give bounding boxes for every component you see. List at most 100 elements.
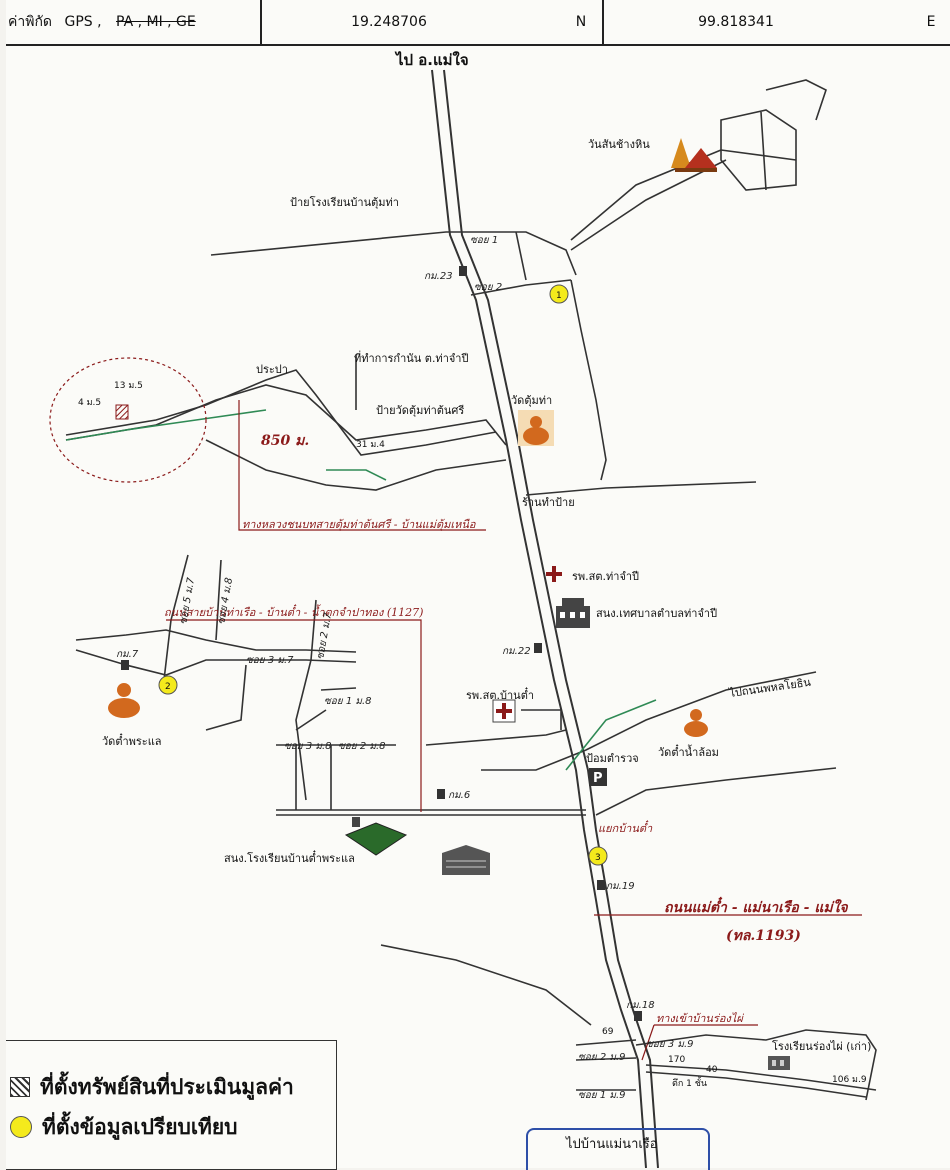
to-north-label: ไป อ.แม่ใจ [394, 50, 469, 69]
no40-label: 40 [706, 1065, 718, 1075]
divider [260, 0, 262, 44]
stream-mid [326, 469, 387, 481]
yellow-circle-icon [10, 1116, 32, 1138]
km19-label: กม.19 [606, 881, 635, 892]
road-west-e [295, 687, 357, 731]
pin-2-label: 2 [165, 682, 171, 692]
km-post-icon [459, 266, 467, 276]
temple-icon [671, 138, 717, 172]
school-sign-label: ป้ายโรงเรียนบ้านตุ้มท่า [290, 195, 399, 209]
longitude-direction: E [926, 14, 936, 30]
house-31-label: 31 ม.4 [356, 440, 385, 450]
km-post-icon [534, 643, 542, 653]
struck-options: PA , MI , GE [116, 14, 196, 30]
village-block [720, 109, 797, 191]
soi3-m9-label: ซอย 3 ม.9 [646, 1039, 694, 1050]
road-south-west [380, 944, 592, 1026]
soi3-m7-label: ซอย 3 ม.7 [246, 655, 294, 666]
shop-label: ร้านทำป้าย [522, 496, 575, 509]
school-building-icon [442, 845, 490, 875]
road-north-2 [470, 279, 572, 296]
soi3-m8-label: ซอย 3 ม.8 [284, 741, 332, 752]
road-east-temple [595, 767, 837, 816]
rural-road [65, 384, 507, 446]
main-highway-edge [443, 69, 659, 1168]
road-soi-m8 [276, 744, 396, 810]
comparable-pin-1 [549, 284, 569, 304]
hospital-cross-icon [492, 699, 516, 723]
stamp-outline [526, 1128, 710, 1170]
gps-label: ค่าพิกัด GPS , PA , MI , GE [6, 0, 258, 44]
distance-label: 850 ม. [261, 433, 309, 449]
gps-option: GPS , [64, 14, 102, 30]
svg-text:P: P [593, 771, 603, 786]
pin-1-label: 1 [556, 291, 562, 301]
school-building-icon [768, 1056, 790, 1070]
entrance-label: ทางเข้าบ้านร่องไผ่ [656, 1012, 745, 1025]
road-north-1 [210, 231, 577, 276]
road-hospital [425, 709, 567, 746]
road-to-temple-top [570, 159, 727, 251]
road-1127 [75, 629, 357, 653]
no170-label: 170 [668, 1055, 685, 1065]
soi1-m9-label: ซอย 1 ม.9 [578, 1090, 626, 1101]
to-south-label: ไปบ้านแม่นาเรือ [566, 1137, 658, 1152]
rural-road-south [205, 439, 507, 491]
location-map: P 1 2 3 ไป อ.แม่ใจ วันสันช้างหิน ป้ายโรง… [49, 50, 877, 1168]
road-west-b [215, 559, 222, 641]
km-post-icon [634, 1011, 642, 1021]
soi2-m8-label: ซอย 2 ม.8 [338, 741, 386, 752]
house-4-label: 4 ม.5 [78, 398, 101, 408]
rural-route-leader [238, 400, 486, 531]
road-ne [765, 79, 827, 121]
police-parking-icon: P [589, 768, 607, 786]
road-east-2 [525, 481, 757, 496]
road-rongphai [645, 1064, 877, 1091]
legend-comparables: ที่ตั้งข้อมูลเปรียบเทียบ [10, 1109, 238, 1145]
road-ban-tam [481, 671, 817, 771]
temple-top-label: วันสันช้างหิน [588, 138, 650, 151]
rural-road-label: ทางหลวงชนบทสายตุ้มท่าต้นศรี - บ้านแม่ตุ้… [242, 518, 476, 531]
road-north-3 [515, 231, 527, 281]
main-road-code-label: (ทล.1193) [726, 928, 801, 944]
soi1-label: ซอย 1 [470, 235, 498, 246]
road-soi-m9 [575, 1039, 637, 1091]
road-south-east [635, 1029, 877, 1101]
legend-subject: ที่ตั้งทรัพย์สินที่ประเมินมูลค่า [10, 1069, 294, 1105]
km22-label: กม.22 [502, 646, 531, 657]
temple-tumtha-label: วัดตุ้มท่า [511, 394, 552, 407]
comparable-pin-3 [588, 846, 608, 866]
pin-3-label: 3 [595, 853, 601, 863]
buddha-icon [108, 683, 140, 718]
buddha-icon [684, 709, 708, 737]
road-rongphai-b [645, 1071, 867, 1098]
soi2-label: ซอย 2 [474, 282, 502, 293]
km-post-icon [597, 880, 605, 890]
soi1-m8-label: ซอย 1 ม.8 [324, 696, 372, 707]
rural-road-b [65, 369, 497, 456]
legend-subject-label: ที่ตั้งทรัพย์สินที่ประเมินมูลค่า [40, 1074, 294, 1099]
building-label: ตึก 1 ชั้น [672, 1076, 707, 1089]
stream-west [65, 409, 267, 441]
km7-label: กม.7 [116, 649, 139, 660]
divider [602, 0, 604, 44]
hospital-tajampi-label: รพ.สต.ท่าจำปี [572, 570, 639, 583]
comparable-pin-2 [158, 675, 178, 695]
longitude-value: 99.818341 [698, 14, 774, 30]
to-phahonyothin-label: ไปถนนพหลโยธิน [727, 675, 812, 700]
soi2-m9-label: ซอย 2 ม.9 [578, 1052, 626, 1063]
hospital-bantam-label: รพ.สต.บ้านต๋ำ [466, 686, 534, 702]
school-field-icon [344, 817, 408, 856]
gps-header: ค่าพิกัด GPS , PA , MI , GE 19.248706 N … [6, 0, 950, 46]
km23-label: กม.23 [424, 271, 453, 282]
municipality-label: สนง.เทศบาลตำบลท่าจำปี [596, 607, 717, 620]
prapa-label: ประปา [256, 363, 288, 376]
school-phralae-label: สนง.โรงเรียนบ้านต๋ำพระแล [224, 849, 355, 865]
junction-label: แยกบ้านต๋ำ [598, 819, 653, 835]
main-road-label: ถนนแม่ต๋ำ - แม่นาเรือ - แม่ใจ [664, 896, 848, 916]
road-1127-label: ถนนสายบ้านท่าเรือ - บ้านต๋ำ - น้ำตกจำปาท… [164, 603, 423, 619]
km-post-icon [121, 660, 129, 670]
village-inner [720, 111, 797, 191]
road-west-d [205, 664, 247, 731]
office-building-icon [556, 598, 590, 628]
